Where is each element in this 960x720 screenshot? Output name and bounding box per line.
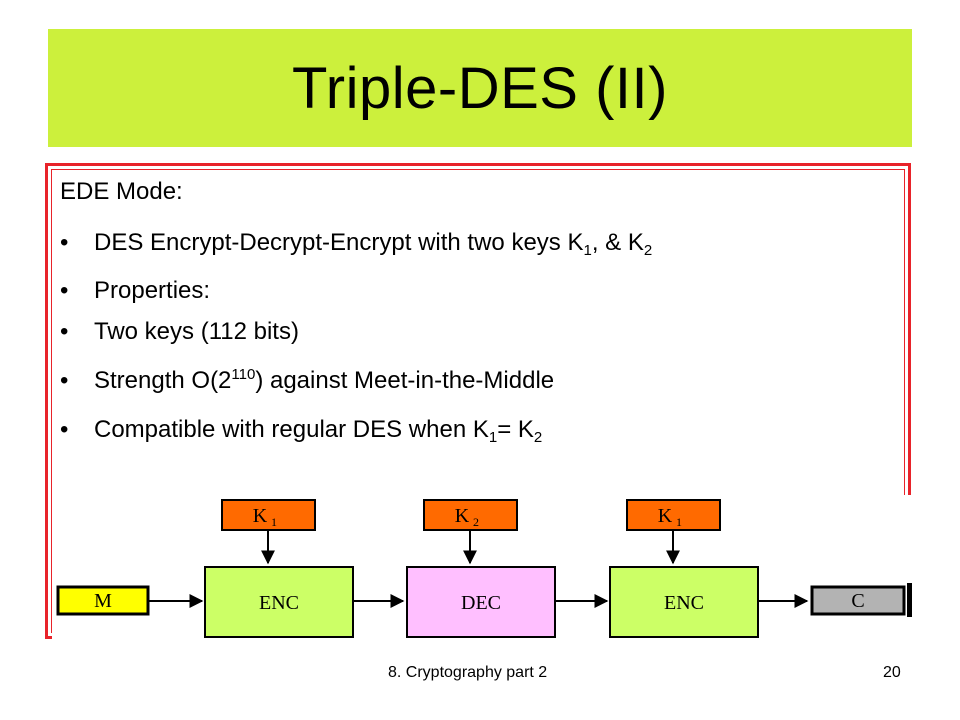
slide-title: Triple-DES (II) bbox=[292, 55, 668, 121]
key-subscript: 1 bbox=[676, 515, 682, 529]
bullet-text: Two keys (112 bits) bbox=[94, 318, 299, 345]
key-letter: K bbox=[253, 505, 268, 527]
input-label: M bbox=[94, 590, 112, 612]
page-number: 20 bbox=[883, 664, 901, 681]
enc-label: ENC bbox=[259, 592, 299, 614]
key-letter: K bbox=[658, 505, 673, 527]
key-subscript: 1 bbox=[271, 515, 277, 529]
bullet-glyph: • bbox=[60, 367, 69, 394]
output-label: C bbox=[851, 590, 864, 612]
bullet-text: Properties: bbox=[94, 277, 211, 304]
key-letter: K bbox=[455, 505, 470, 527]
section-heading: EDE Mode: bbox=[60, 178, 183, 205]
ede-diagram: M K 1 ENC K 2 DEC K 1 bbox=[52, 495, 912, 640]
key-block-1: K 1 bbox=[221, 499, 316, 531]
bullet-glyph: • bbox=[60, 318, 69, 345]
key-subscript: 2 bbox=[473, 515, 479, 529]
key-block-3: K 1 bbox=[626, 499, 721, 531]
footer-title: 8. Cryptography part 2 bbox=[388, 664, 548, 681]
enc-label: ENC bbox=[664, 592, 704, 614]
key-block-2: K 2 bbox=[423, 499, 518, 531]
bullet-text: Compatible with regular DES when K1= K2 bbox=[94, 416, 543, 446]
title-bar: Triple-DES (II) bbox=[48, 29, 912, 147]
output-edge bbox=[907, 583, 912, 617]
bullet-glyph: • bbox=[60, 416, 69, 443]
bullet-text: DES Encrypt-Decrypt-Encrypt with two key… bbox=[94, 229, 653, 259]
dec-label: DEC bbox=[461, 592, 501, 614]
enc-block-2: ENC bbox=[609, 566, 759, 638]
enc-block-1: ENC bbox=[204, 566, 354, 638]
bullet-glyph: • bbox=[60, 277, 69, 304]
output-block: C bbox=[810, 585, 906, 616]
dec-block: DEC bbox=[406, 566, 556, 638]
bullet-text: Strength O(2110) against Meet-in-the-Mid… bbox=[94, 366, 555, 394]
bullet-glyph: • bbox=[60, 229, 69, 256]
input-block: M bbox=[56, 585, 150, 616]
